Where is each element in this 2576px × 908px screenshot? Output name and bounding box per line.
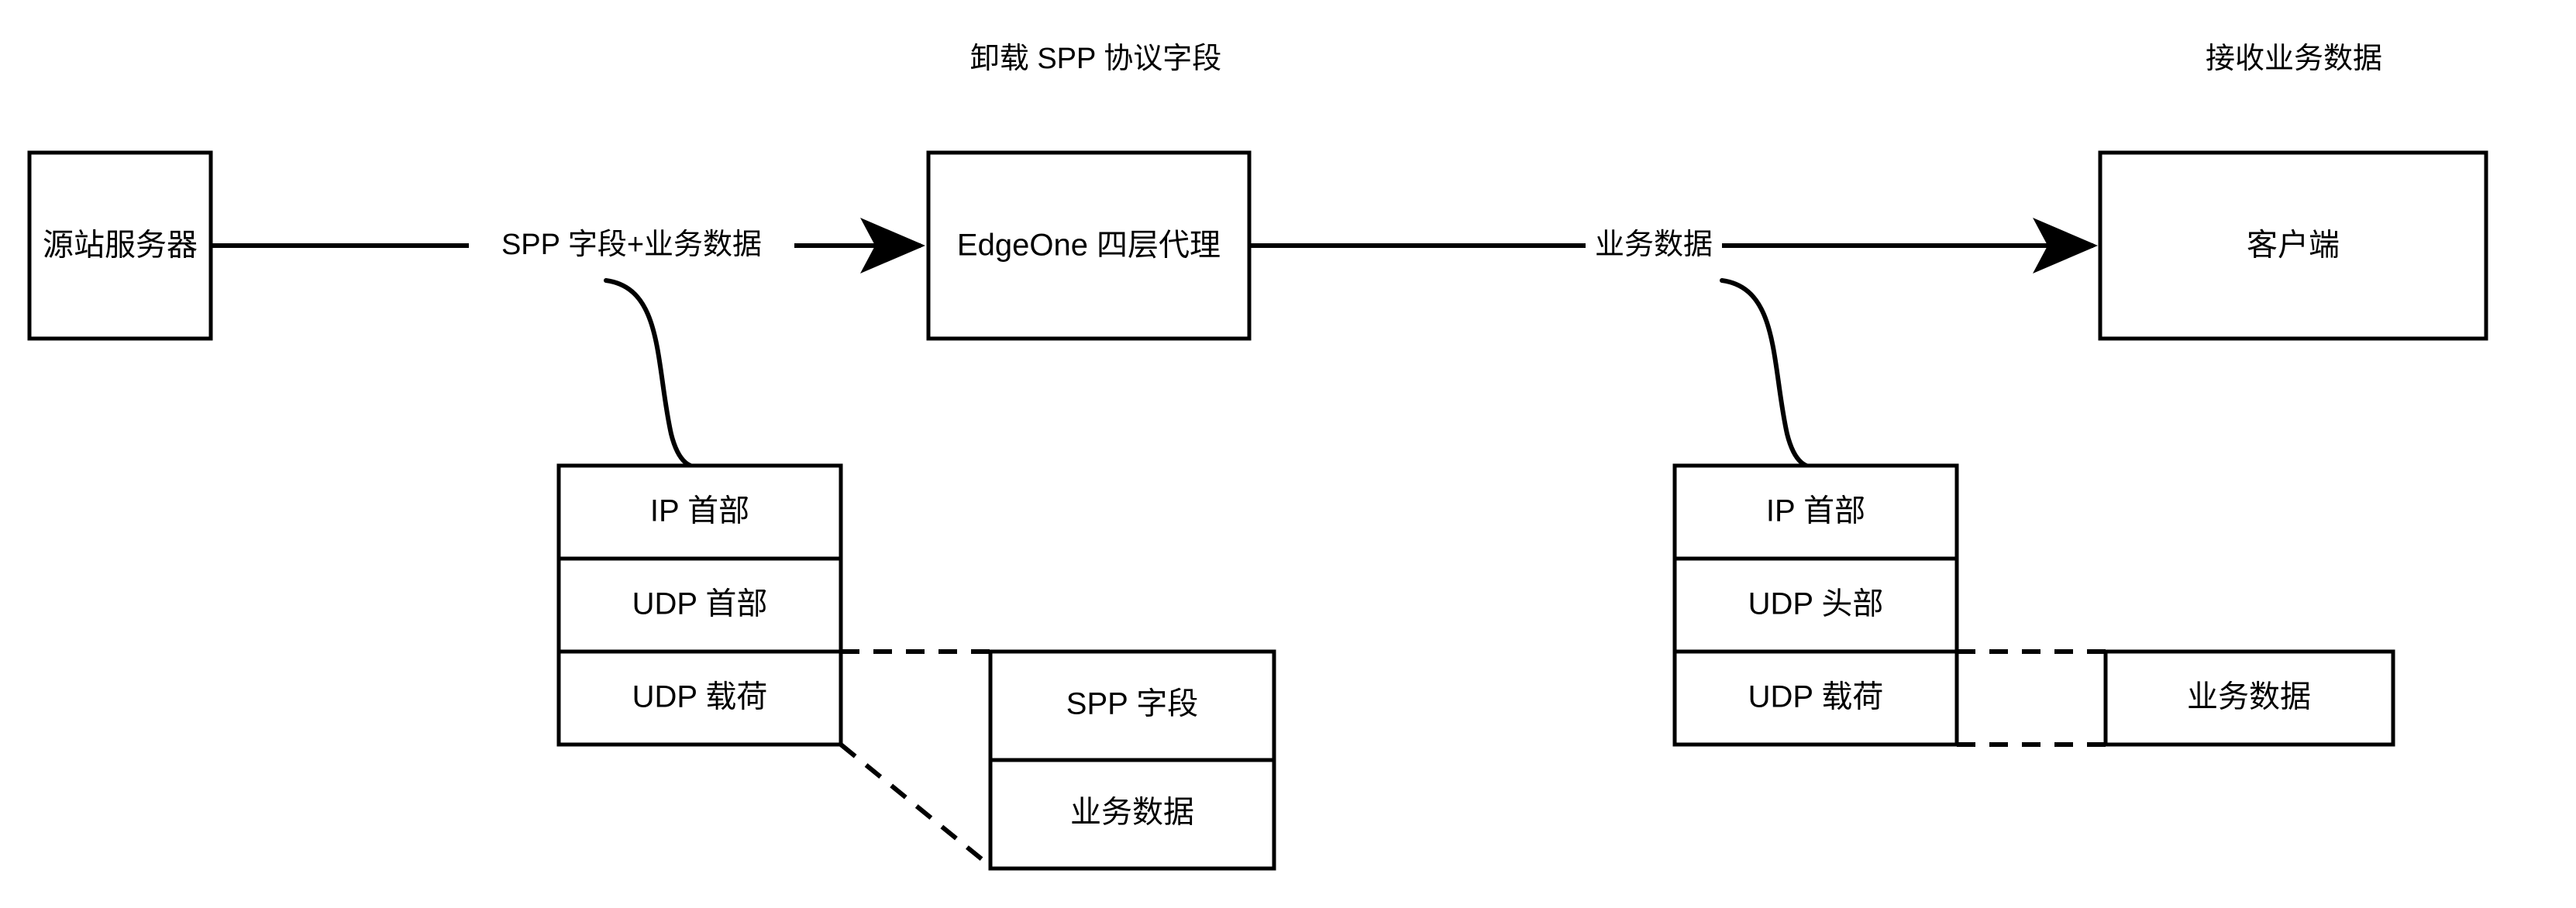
node-client[interactable] [2098,150,2488,341]
callout-curve-right [1720,278,1820,470]
node-edgeone-proxy-label: EdgeOne 四层代理 [957,229,1221,263]
expansion-dash-left-bottom [839,742,992,868]
section-title-offload: 卸载 SPP 协议字段 [970,43,1221,75]
packet-detail-right-row-0-label: 业务数据 [2187,680,2311,714]
packet-right-row-1-label: UDP 头部 [1748,587,1884,621]
edge-label-origin-to-proxy: SPP 字段+业务数据 [501,229,762,261]
edge-label-proxy-to-client-backdrop [1586,226,1722,267]
node-edgeone-proxy[interactable] [926,150,1252,341]
packet-left-row-0-label: IP 首部 [650,494,749,528]
node-origin-server[interactable] [27,150,213,341]
packet-stack-right[interactable] [1672,463,1959,747]
packet-detail-left-row-1-label: 业务数据 [1070,796,1194,830]
section-title-receive: 接收业务数据 [2206,43,2382,75]
packet-detail-right[interactable] [2103,649,2395,747]
packet-left-row-1-label: UDP 首部 [632,587,768,621]
packet-stack-left[interactable] [556,463,843,747]
packet-left-row-2-label: UDP 载荷 [632,680,768,714]
callout-curve-left [604,278,704,470]
packet-detail-left-row-0-label: SPP 字段 [1066,687,1198,721]
packet-right-row-2-label: UDP 载荷 [1748,680,1884,714]
node-client-label: 客户端 [2247,229,2340,263]
edge-label-proxy-to-client: 业务数据 [1595,229,1713,261]
node-origin-server-label: 源站服务器 [43,229,198,263]
edge-label-origin-to-proxy-backdrop [469,226,794,267]
packet-right-row-0-label: IP 首部 [1766,494,1865,528]
